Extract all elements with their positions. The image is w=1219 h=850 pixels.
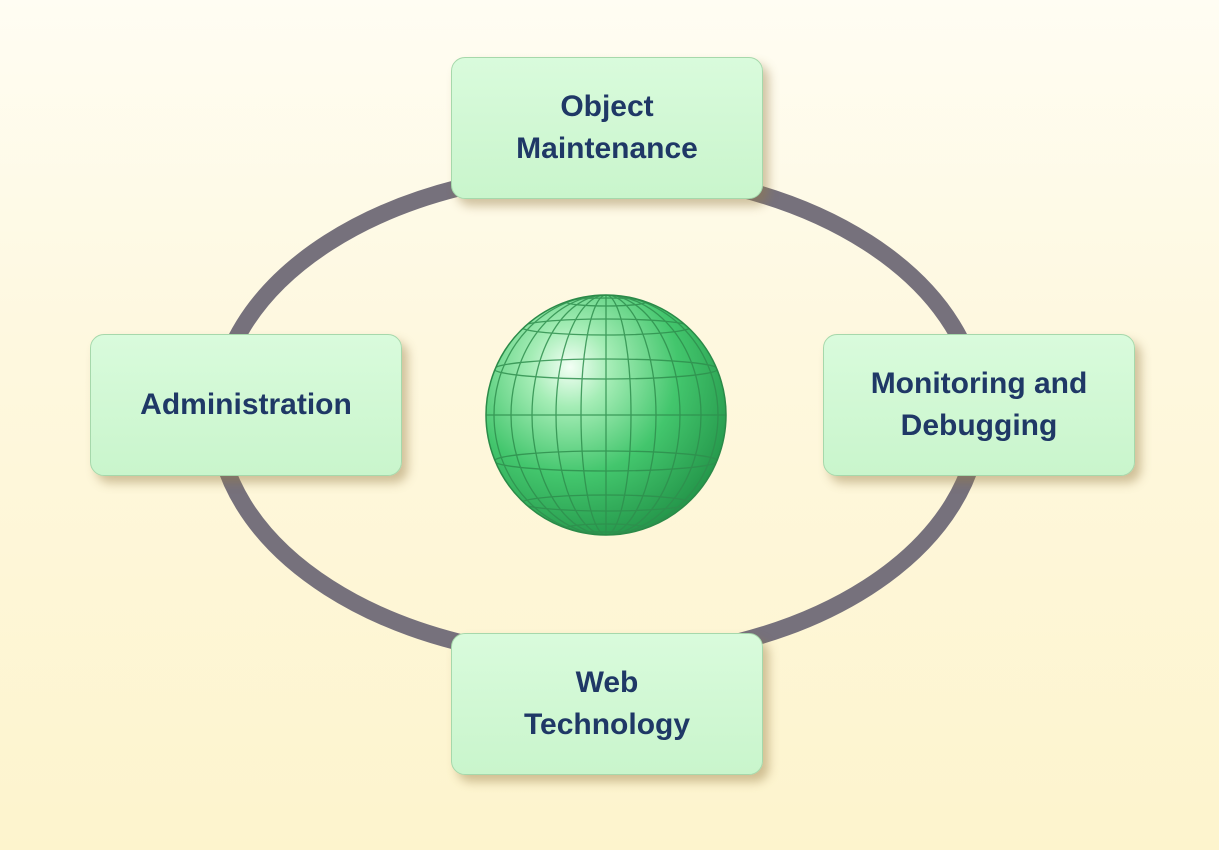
globe-icon <box>485 294 727 536</box>
node-label-line: Web <box>575 666 639 699</box>
node-label-line: Technology <box>523 708 691 741</box>
node-label-line: Maintenance <box>516 132 698 165</box>
node-object-maintenance[interactable]: Object Maintenance <box>451 57 763 199</box>
node-monitoring-and-debugging[interactable]: Monitoring and Debugging <box>823 334 1135 476</box>
node-label-line: Debugging <box>900 409 1058 442</box>
node-label-line: Administration <box>140 388 352 421</box>
node-label-line: Monitoring and <box>870 367 1088 400</box>
node-label: Object Maintenance <box>516 86 698 170</box>
node-label: Web Technology <box>524 662 690 746</box>
node-label-line: Object <box>560 90 654 123</box>
node-label: Administration <box>140 384 352 426</box>
node-administration[interactable]: Administration <box>90 334 402 476</box>
node-label: Monitoring and Debugging <box>871 363 1088 447</box>
node-web-technology[interactable]: Web Technology <box>451 633 763 775</box>
